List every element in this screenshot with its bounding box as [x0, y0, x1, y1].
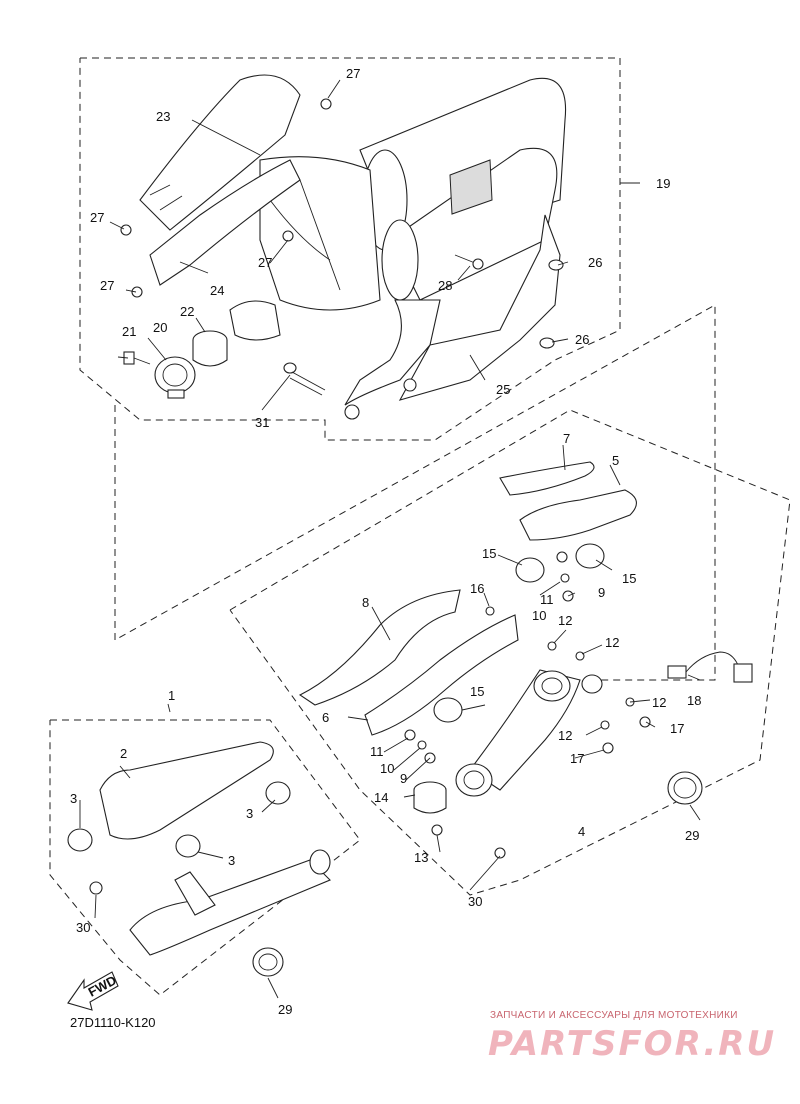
- callout-10a: 10: [532, 608, 546, 623]
- bolt-31: [283, 362, 326, 396]
- bolts-small: [404, 551, 651, 859]
- fwd-arrow-icon: FWD: [67, 971, 119, 1011]
- group-4-outline: [229, 409, 791, 896]
- callout-18: 18: [687, 693, 701, 708]
- bolt-28: [454, 254, 484, 270]
- callout-4: 4: [578, 824, 585, 839]
- callout-2: 2: [120, 746, 127, 761]
- group-1-outline: [49, 719, 361, 996]
- gasket-29b: [252, 947, 284, 977]
- callout-15c: 15: [470, 684, 484, 699]
- watermark-tagline: ЗАПЧАСТИ И АКСЕССУАРЫ ДЛЯ МОТОТЕХНИКИ: [490, 1010, 738, 1021]
- heat-shield-5: [519, 489, 637, 541]
- callout-26a: 26: [588, 255, 602, 270]
- callout-1: 1: [168, 688, 175, 703]
- gasket-29: [667, 771, 703, 805]
- callout-27d: 27: [100, 278, 114, 293]
- clamp-15: [433, 543, 605, 723]
- callout-27c: 27: [258, 255, 272, 270]
- o2-sensor-18: [667, 651, 753, 683]
- callout-25: 25: [496, 382, 510, 397]
- flange-1: [174, 871, 216, 916]
- callout-3c: 3: [228, 853, 235, 868]
- callout-11b: 11: [370, 744, 384, 759]
- callout-17a: 17: [670, 721, 684, 736]
- callout-21: 21: [122, 324, 136, 339]
- screw-27: [120, 98, 332, 298]
- bolt-26: [539, 259, 564, 349]
- nut-30: [89, 881, 103, 895]
- callout-30a: 30: [468, 894, 482, 909]
- flange-and-sensor: [533, 670, 603, 702]
- callout-3a: 3: [70, 791, 77, 806]
- callout-11a: 11: [540, 592, 554, 607]
- muffler-bracket-25: [344, 214, 561, 406]
- heat-shield-2: [99, 741, 274, 840]
- heat-shield-6: [364, 614, 519, 736]
- callout-28: 28: [438, 278, 452, 293]
- callout-12d: 12: [558, 728, 572, 743]
- callout-16: 16: [470, 581, 484, 596]
- callout-7: 7: [563, 431, 570, 446]
- gasket-22: [192, 330, 228, 367]
- callout-3b: 3: [246, 806, 253, 821]
- callout-14: 14: [374, 790, 388, 805]
- callout-6: 6: [322, 710, 329, 725]
- callout-9b: 9: [400, 771, 407, 786]
- callout-8: 8: [362, 595, 369, 610]
- callout-12c: 12: [652, 695, 666, 710]
- callout-26b: 26: [575, 332, 589, 347]
- callout-15a: 15: [482, 546, 496, 561]
- callout-5: 5: [612, 453, 619, 468]
- drawing-code: 27D1110-K120: [70, 1015, 156, 1030]
- gasket-14: [413, 781, 447, 814]
- callout-9a: 9: [598, 585, 605, 600]
- callout-15b: 15: [622, 571, 636, 586]
- callout-30b: 30: [76, 920, 90, 935]
- watermark-brand: PARTSFOR.RU: [488, 1024, 777, 1064]
- group-19-outline: [79, 57, 621, 441]
- heat-shield-8: [298, 589, 461, 706]
- muffler-assembly: [229, 77, 567, 341]
- callout-31: 31: [255, 415, 269, 430]
- exhaust-pipe-1: [129, 859, 331, 956]
- callout-17b: 17: [570, 751, 584, 766]
- callout-19: 19: [656, 176, 670, 191]
- clamp-joint: [455, 763, 493, 797]
- heat-shield-24: [149, 159, 301, 286]
- callout-29b: 29: [278, 1002, 292, 1017]
- callout-23: 23: [156, 109, 170, 124]
- callout-22: 22: [180, 304, 194, 319]
- callout-12b: 12: [605, 635, 619, 650]
- callout-12a: 12: [558, 613, 572, 628]
- callout-29a: 29: [685, 828, 699, 843]
- heat-shield-23: [139, 74, 301, 231]
- callout-13: 13: [414, 850, 428, 865]
- group-5-leadline: [114, 304, 716, 681]
- clamp-3: [67, 781, 291, 858]
- callout-10b: 10: [380, 761, 394, 776]
- callout-24: 24: [210, 283, 224, 298]
- callout-27b: 27: [90, 210, 104, 225]
- clamp-20: [154, 356, 196, 399]
- callout-20: 20: [153, 320, 167, 335]
- callout-labels: 1 2 3 3 3 4 5 6 7 8 9 9 10 10 11 11 12 1…: [70, 66, 701, 1017]
- callout-27a: 27: [346, 66, 360, 81]
- heat-shield-7: [499, 461, 595, 496]
